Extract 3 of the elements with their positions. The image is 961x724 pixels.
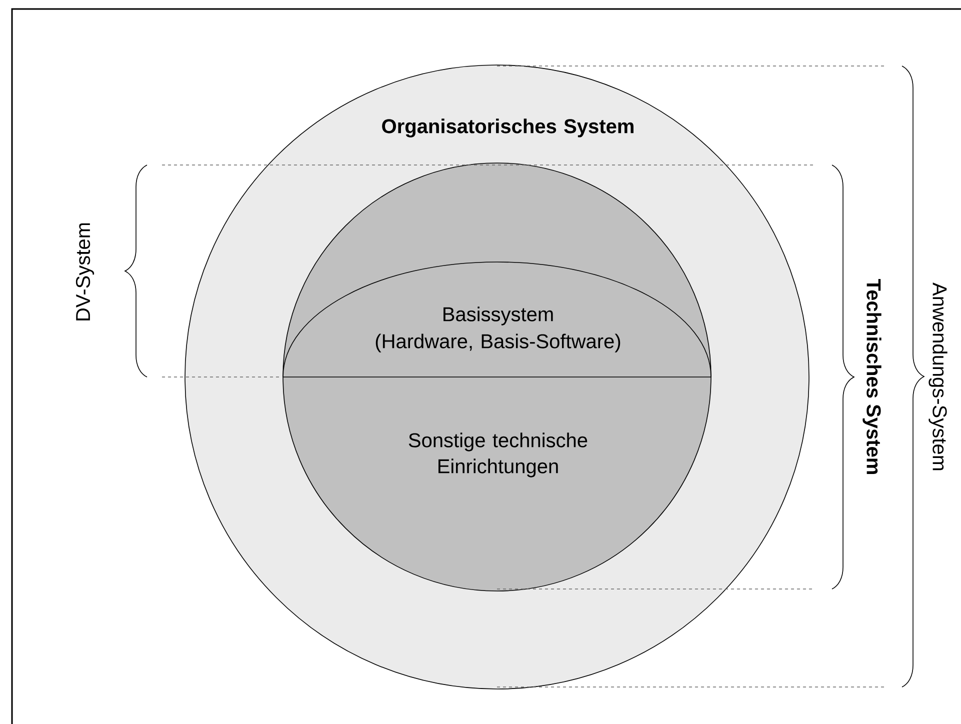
brace-label: Technisches System — [862, 279, 882, 474]
brace-label: DV-System — [76, 223, 94, 320]
brace-label: Anwendungs-System — [928, 282, 948, 470]
